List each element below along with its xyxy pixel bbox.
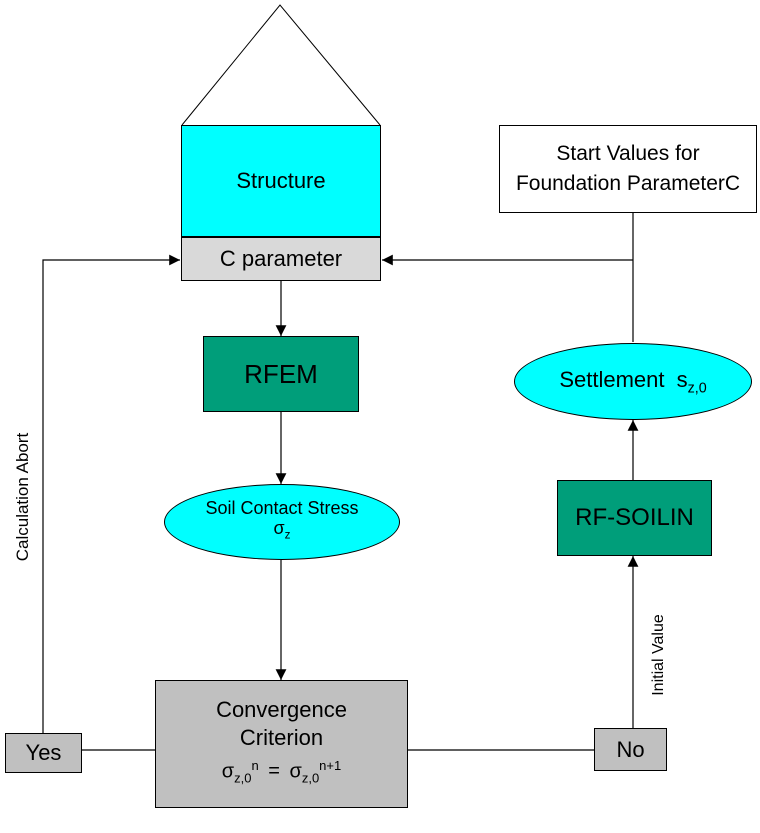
settlement-symbol: s	[676, 366, 688, 392]
yes-label: Yes	[25, 740, 62, 765]
structure-label: Structure	[236, 168, 326, 193]
rfem-box: RFEM	[203, 336, 359, 412]
start-values-box: Start Values for Foundation ParameterC	[499, 125, 757, 213]
sigma-z-symbol: σz	[273, 518, 291, 542]
settlement-subscript: z,0	[687, 380, 707, 397]
yes-box: Yes	[5, 733, 82, 773]
settlement-text: Settlement sz,0	[559, 367, 706, 396]
convergence-line1: Convergence	[216, 696, 347, 722]
no-box: No	[594, 728, 667, 771]
rf-soilin-label: RF-SOILIN	[575, 504, 694, 531]
convergence-criterion-box: Convergence Criterion σz,0n = σz,0n+1	[155, 680, 408, 808]
c-parameter-label: C parameter	[219, 246, 343, 271]
convergence-formula: σz,0n = σz,0n+1	[221, 757, 342, 786]
structure-box: Structure	[181, 125, 381, 237]
formula-left-superscript: n	[251, 757, 259, 773]
formula-right-subscript: z,0	[301, 770, 320, 786]
no-label: No	[616, 736, 645, 762]
roof-shape	[181, 4, 381, 126]
sigma-z-subscript: z	[284, 528, 291, 542]
calculation-abort-label: Calculation Abort	[13, 432, 32, 562]
settlement-ellipse: Settlement sz,0	[514, 343, 752, 420]
c-parameter-box: C parameter	[181, 237, 381, 281]
formula-left-subscript: z,0	[234, 770, 252, 786]
initial-value-label: Initial Value	[650, 614, 667, 696]
soil-contact-stress-ellipse: Soil Contact Stress σz	[164, 484, 400, 560]
start-values-line2: Foundation ParameterC	[515, 172, 741, 195]
settlement-label: Settlement	[559, 366, 665, 392]
soil-contact-stress-label: Soil Contact Stress	[205, 498, 359, 519]
convergence-line2: Criterion	[239, 724, 324, 750]
rf-soilin-box: RF-SOILIN	[557, 480, 712, 556]
formula-right-superscript: n+1	[319, 757, 342, 773]
arrow-yes-to-cparam	[42, 254, 180, 733]
formula-equals: =	[268, 760, 280, 783]
rfem-label: RFEM	[244, 358, 318, 389]
start-values-line1: Start Values for	[556, 142, 700, 165]
